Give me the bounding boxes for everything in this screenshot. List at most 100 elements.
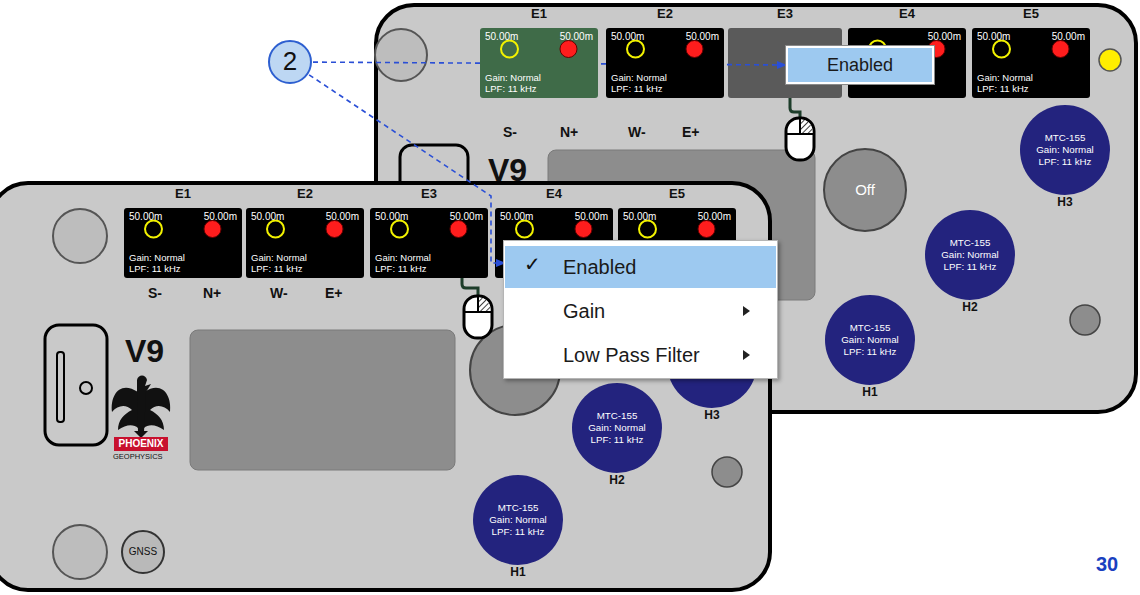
electrode-pole: W- — [270, 285, 288, 301]
sensor-setting: Gain: Normal — [925, 249, 1015, 261]
text-stack: MTC-155Gain: NormalLPF: 11 kHz — [1020, 132, 1110, 168]
sensor-name: H3 — [704, 409, 719, 423]
connector-port — [712, 457, 742, 487]
port — [53, 209, 107, 263]
text-stack: MTC-155Gain: NormalLPF: 11 kHz — [925, 237, 1015, 273]
sensor-name: H2 — [609, 474, 624, 488]
electrode-length: 50.00m — [450, 211, 483, 223]
sensor-name: H1 — [862, 386, 877, 400]
submenu-arrow — [742, 349, 752, 361]
round-button: GNSS — [121, 530, 165, 574]
electrode-length: 50.00m — [326, 211, 359, 223]
sensor-setting: Gain: Normal — [473, 514, 563, 526]
channel-box: E350.00m50.00mGain: NormalLPF: 11 kHz — [370, 208, 488, 278]
filter-setting: LPF: 11 kHz — [977, 84, 1029, 95]
channel-name: E1 — [528, 7, 550, 22]
battery-latch — [57, 352, 64, 422]
channel-name: E5 — [1020, 7, 1042, 22]
electrode-length: 50.00m — [129, 211, 162, 223]
text-stack: MTC-155Gain: NormalLPF: 11 kHz — [825, 322, 915, 358]
electrode-pole: E+ — [682, 124, 700, 140]
electrode-length: 50.00m — [204, 211, 237, 223]
callout-number: 2 — [283, 47, 297, 77]
channel-box: E150.00m50.00mGain: NormalLPF: 11 kHz — [480, 28, 598, 98]
channel-name: E2 — [294, 187, 316, 202]
channel-box: E250.00m50.00mGain: NormalLPF: 11 kHz — [606, 28, 724, 98]
gain-setting: Gain: Normal — [977, 73, 1033, 84]
mouse-icon — [464, 296, 492, 338]
menu-item: Low Pass Filter — [505, 334, 776, 376]
logo-subtext: GEOPHYSICS — [113, 453, 163, 462]
sensor-setting: LPF: 11 kHz — [825, 346, 915, 358]
magnetometer-circle: MTC-155Gain: NormalLPF: 11 kHzH1 — [825, 295, 915, 385]
page-number: 30 — [1096, 553, 1118, 576]
magnetometer-circle: MTC-155Gain: NormalLPF: 11 kHzH2 — [572, 383, 662, 473]
battery-slot — [45, 325, 107, 445]
mouse-cable — [462, 278, 478, 296]
filter-setting: LPF: 11 kHz — [129, 264, 181, 275]
electrode-length: 50.00m — [251, 211, 284, 223]
electrode-length: 50.00m — [560, 31, 593, 43]
channel-box: E550.00m50.00mGain: NormalLPF: 11 kHz — [972, 28, 1090, 98]
round-button: 2 — [268, 40, 312, 84]
mouse-cable — [790, 98, 800, 118]
gain-setting: Gain: Normal — [129, 253, 185, 264]
gain-setting: Gain: Normal — [251, 253, 307, 264]
electrode-pole: N+ — [203, 285, 221, 301]
magnetometer-circle: MTC-155Gain: NormalLPF: 11 kHzH3 — [1020, 105, 1110, 195]
menu-item: Enabled — [505, 246, 776, 288]
electrode-length: 50.00m — [977, 31, 1010, 43]
channel-name: E3 — [774, 7, 796, 22]
channel-box: E150.00m50.00mGain: NormalLPF: 11 kHz — [124, 208, 242, 278]
sensor-setting: Gain: Normal — [825, 334, 915, 346]
mouse-icon — [786, 118, 814, 160]
logo-text: PHOENIX — [114, 438, 168, 450]
round-button: Off — [823, 148, 907, 232]
sensor-name: H2 — [962, 301, 977, 315]
sensor-name: H1 — [510, 566, 525, 580]
electrode-pole: E+ — [325, 285, 343, 301]
gain-setting: Gain: Normal — [375, 253, 431, 264]
gnss-label: GNSS — [129, 546, 157, 558]
electrode-pole: W- — [628, 124, 646, 140]
tooltip-text: Enabled — [827, 55, 893, 76]
phoenix-logo — [112, 376, 171, 439]
filter-setting: LPF: 11 kHz — [375, 264, 427, 275]
port — [53, 525, 107, 579]
electrode-pole: S- — [148, 285, 162, 301]
check-mark: ✓ — [524, 253, 541, 276]
text-stack: MTC-155Gain: NormalLPF: 11 kHz — [473, 502, 563, 538]
electrode-length: 50.00m — [375, 211, 408, 223]
sensor-setting: MTC-155 — [473, 502, 563, 514]
menu-text: Enabled — [563, 256, 636, 279]
sensor-setting: LPF: 11 kHz — [1020, 156, 1110, 168]
magnetometer-circle: MTC-155Gain: NormalLPF: 11 kHzH2 — [925, 210, 1015, 300]
electrode-length: 50.00m — [575, 211, 608, 223]
electrode-pole: N+ — [560, 124, 578, 140]
filter-setting: LPF: 11 kHz — [251, 264, 303, 275]
magnetometer-circle: MTC-155Gain: NormalLPF: 11 kHzH1 — [473, 475, 563, 565]
sensor-setting: MTC-155 — [825, 322, 915, 334]
port — [375, 29, 427, 81]
power-label: Off — [855, 181, 875, 198]
logo-banner — [114, 437, 168, 451]
channel-name: E3 — [418, 187, 440, 202]
sensor-name: H3 — [1057, 196, 1072, 210]
screen — [190, 330, 455, 470]
channel-name: E1 — [172, 187, 194, 202]
channel-box: E250.00m50.00mGain: NormalLPF: 11 kHz — [246, 208, 364, 278]
electrode-length: 50.00m — [698, 211, 731, 223]
sensor-setting: Gain: Normal — [1020, 144, 1110, 156]
electrode-length: 50.00m — [928, 31, 961, 43]
menu-text: Gain — [563, 300, 605, 323]
channel-name: E4 — [896, 7, 918, 22]
status-led — [1099, 49, 1121, 71]
sensor-setting: LPF: 11 kHz — [473, 526, 563, 538]
battery-hole — [80, 382, 92, 394]
channel-name: E2 — [654, 7, 676, 22]
electrode-length: 50.00m — [686, 31, 719, 43]
sensor-setting: LPF: 11 kHz — [925, 261, 1015, 273]
electrode-pole: S- — [503, 124, 517, 140]
channel-name: E4 — [543, 187, 565, 202]
sensor-setting: MTC-155 — [1020, 132, 1110, 144]
